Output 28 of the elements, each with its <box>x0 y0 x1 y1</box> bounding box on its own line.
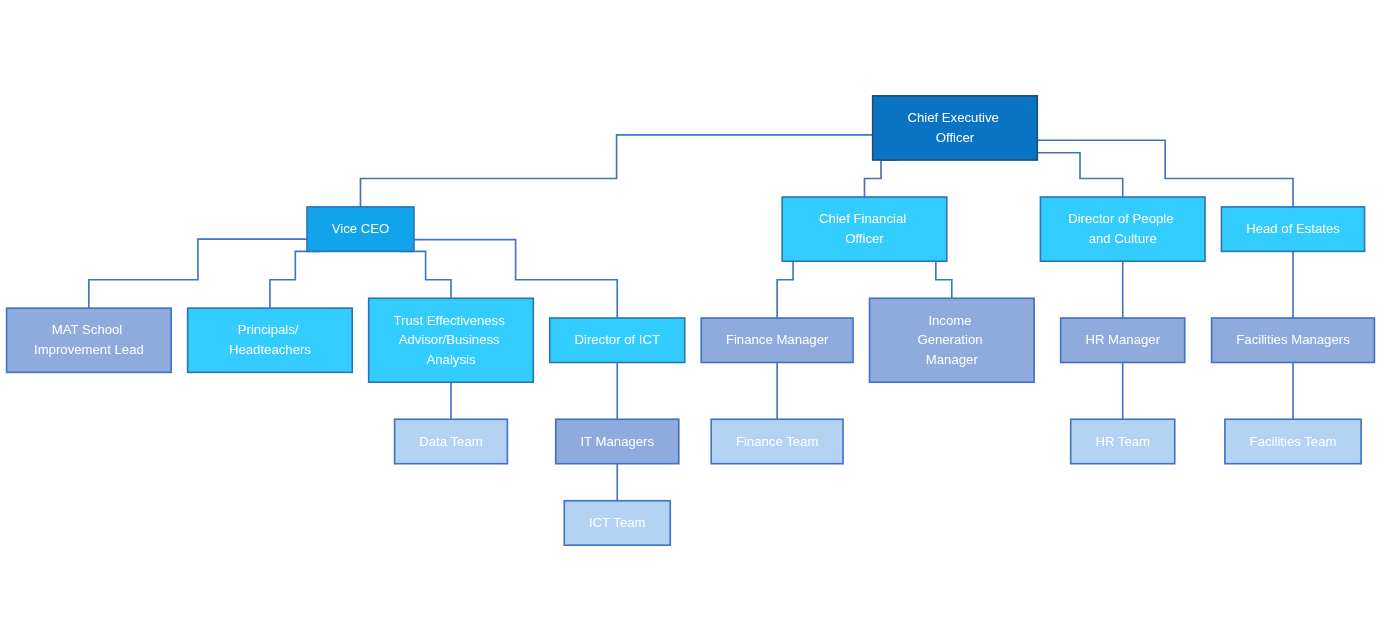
connector <box>1121 361 1124 421</box>
connector <box>616 361 619 421</box>
node-box: Head of Estates <box>1220 206 1366 253</box>
node-box: Facilities Team <box>1224 418 1362 465</box>
node-box: ICT Team <box>563 499 672 546</box>
node-box: Trust Effectiveness Advisor/Business Analysis <box>367 297 535 384</box>
node-box: HR Team <box>1069 418 1176 465</box>
node-box: Director of ICT <box>548 317 686 364</box>
node-box: Income Generation Manager <box>868 297 1035 384</box>
node-box: Data Team <box>393 418 509 465</box>
connector <box>776 361 778 421</box>
connector <box>1292 361 1294 421</box>
node-box: Vice CEO <box>306 206 415 253</box>
node-box: Facilities Managers <box>1210 317 1376 364</box>
connector <box>413 238 619 319</box>
node-box: IT Managers <box>554 418 680 465</box>
connector <box>450 381 452 421</box>
node-box: Principals/ Headteachers <box>186 307 354 374</box>
connector <box>616 462 619 502</box>
connector <box>1292 250 1294 319</box>
node-box: Director of People and Culture <box>1039 196 1206 263</box>
node-box: HR Manager <box>1059 317 1186 364</box>
node-box: MAT School Improvement Lead <box>5 307 172 374</box>
node-box: Finance Team <box>710 418 844 465</box>
node-box: Finance Manager <box>700 317 854 364</box>
connector <box>1121 260 1124 319</box>
node-box: Chief Executive Officer <box>871 95 1039 161</box>
node-box: Chief Financial Officer <box>781 196 948 263</box>
